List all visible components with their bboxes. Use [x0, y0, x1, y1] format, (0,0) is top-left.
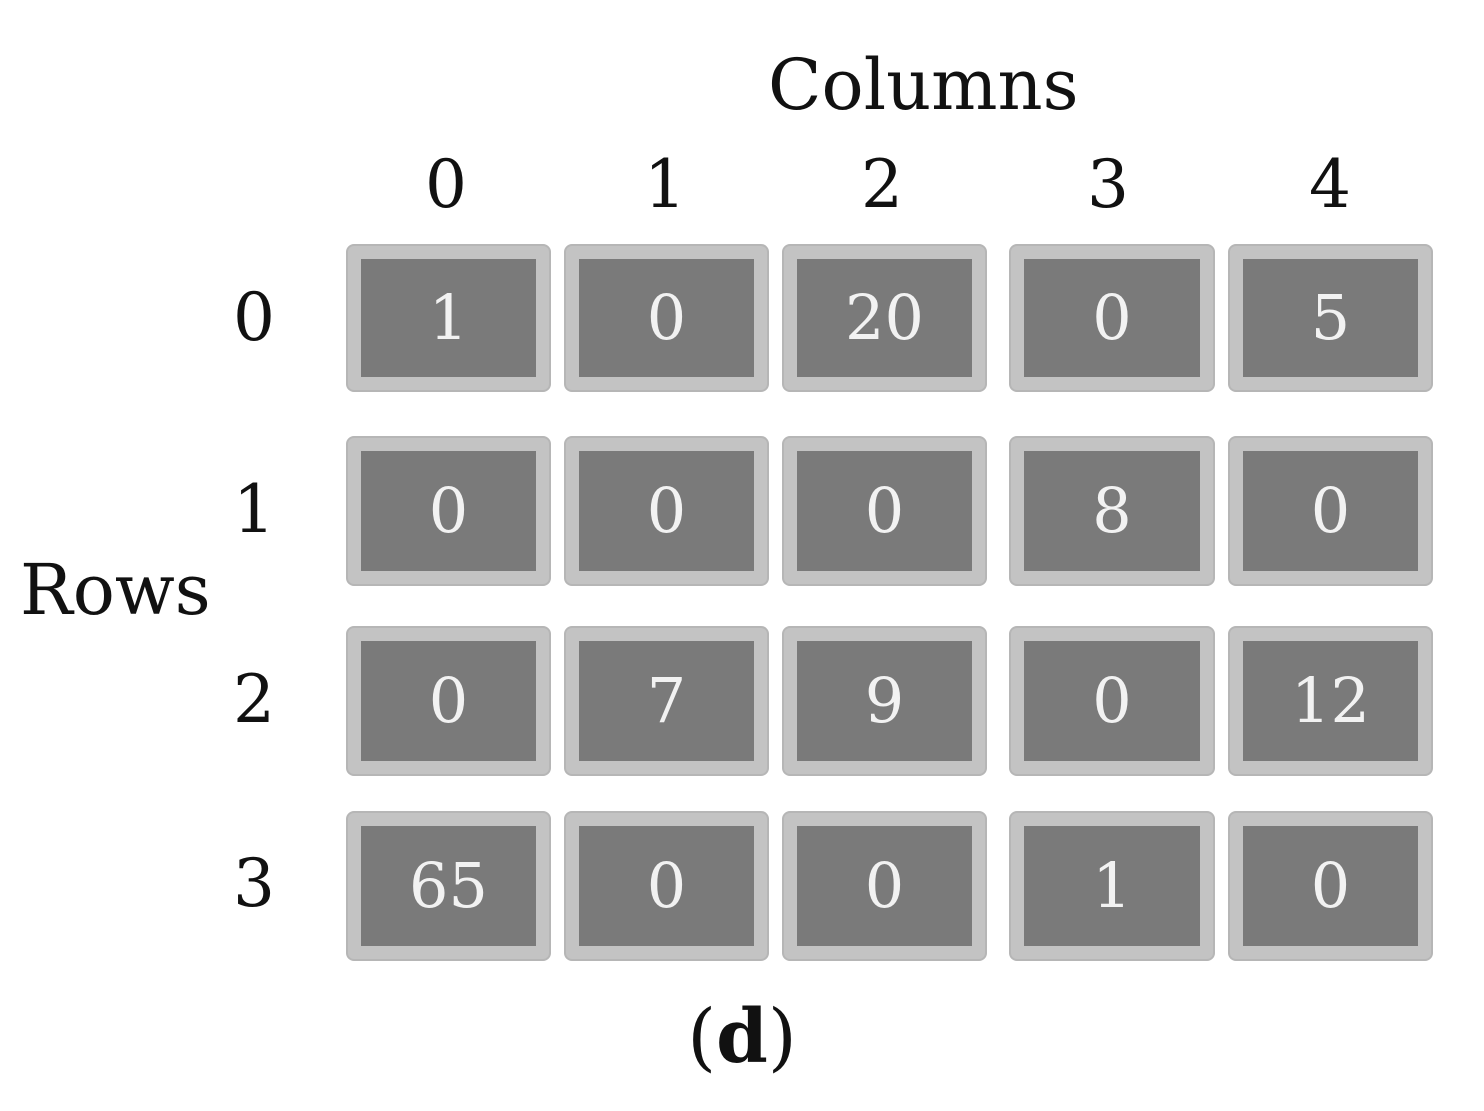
matrix-cell: 0 — [1230, 438, 1431, 584]
column-label: 4 — [1309, 146, 1351, 223]
matrix-cell: 7 — [566, 628, 767, 774]
matrix-cell-value: 9 — [864, 664, 905, 737]
caption-close-paren: ) — [767, 994, 797, 1080]
matrix-cell-value: 8 — [1092, 474, 1132, 547]
column-label: 2 — [861, 146, 903, 223]
rows-axis-title: Rows — [20, 549, 211, 631]
matrix-cell-value: 1 — [1092, 849, 1132, 922]
matrix-cell: 0 — [348, 628, 549, 774]
matrix-cell: 1 — [348, 246, 549, 390]
figure-caption: (d) — [0, 1000, 1484, 1074]
row-label: 1 — [233, 471, 275, 548]
matrix-cell-value: 0 — [1092, 281, 1132, 354]
matrix-cell: 0 — [566, 438, 767, 584]
column-label: 1 — [644, 146, 686, 223]
matrix-cell: 0 — [1011, 628, 1213, 774]
matrix-cell-value: 20 — [845, 281, 924, 354]
caption-open-paren: ( — [687, 994, 717, 1080]
matrix-cell: 1 — [1011, 813, 1213, 959]
matrix-cell: 12 — [1230, 628, 1431, 774]
matrix-cell: 65 — [348, 813, 549, 959]
matrix-cell-value: 0 — [864, 849, 905, 922]
matrix-cell-value: 0 — [428, 474, 469, 547]
matrix-cell-value: 0 — [1310, 849, 1351, 922]
row-label: 2 — [233, 661, 275, 738]
matrix-cell: 0 — [348, 438, 549, 584]
matrix-cell-value: 12 — [1291, 664, 1370, 737]
matrix-cell: 0 — [566, 813, 767, 959]
matrix-cell-value: 0 — [646, 849, 687, 922]
matrix-cell: 0 — [784, 813, 985, 959]
matrix-cell: 0 — [784, 438, 985, 584]
matrix-cell: 0 — [1011, 246, 1213, 390]
caption-letter: d — [716, 994, 768, 1080]
matrix-cell-value: 0 — [864, 474, 905, 547]
matrix-cell: 0 — [566, 246, 767, 390]
matrix-cell-value: 1 — [428, 281, 469, 354]
matrix-cell: 20 — [784, 246, 985, 390]
matrix-cell-value: 0 — [646, 281, 687, 354]
matrix-cell-value: 0 — [646, 474, 687, 547]
column-label: 0 — [425, 146, 467, 223]
matrix-cell-value: 0 — [1310, 474, 1351, 547]
column-label: 3 — [1087, 146, 1129, 223]
matrix-cell: 5 — [1230, 246, 1431, 390]
matrix-cell: 8 — [1011, 438, 1213, 584]
matrix-cell-value: 0 — [428, 664, 469, 737]
matrix-cell-value: 0 — [1092, 664, 1132, 737]
matrix-cell-value: 7 — [646, 664, 687, 737]
matrix-cell: 9 — [784, 628, 985, 774]
row-label: 0 — [233, 279, 275, 356]
matrix-cell-value: 65 — [409, 849, 488, 922]
columns-axis-title: Columns — [768, 44, 1079, 126]
row-label: 3 — [233, 845, 275, 922]
matrix-cell: 0 — [1230, 813, 1431, 959]
matrix-cell-value: 5 — [1310, 281, 1351, 354]
